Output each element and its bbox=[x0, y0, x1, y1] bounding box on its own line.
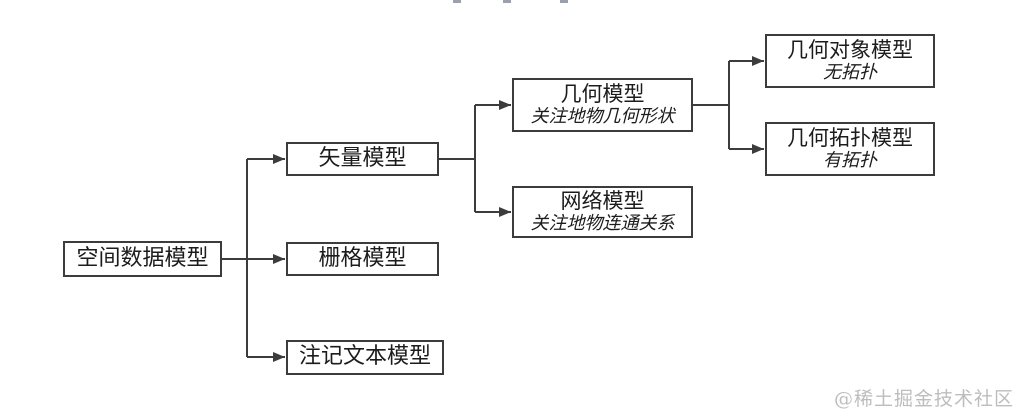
node-root-label: 空间数据模型 bbox=[76, 245, 209, 271]
node-network-note: 关注地物连通关系 bbox=[530, 213, 675, 235]
node-raster-label: 栅格模型 bbox=[318, 245, 407, 271]
node-network: 网络模型 关注地物连通关系 bbox=[512, 186, 693, 238]
node-geometry-topology-note: 有拓扑 bbox=[823, 150, 877, 172]
node-annotation-label: 注记文本模型 bbox=[298, 344, 431, 370]
watermark: @稀土掘金技术社区 bbox=[833, 388, 1014, 410]
node-root: 空间数据模型 bbox=[63, 241, 222, 277]
node-annotation: 注记文本模型 bbox=[286, 340, 444, 375]
node-vector: 矢量模型 bbox=[286, 142, 439, 176]
cropped-text-remnant bbox=[503, 0, 511, 3]
cropped-text-remnant bbox=[453, 0, 461, 3]
node-geometry: 几何模型 关注地物几何形状 bbox=[512, 78, 693, 132]
node-raster: 栅格模型 bbox=[286, 242, 439, 276]
node-network-label: 网络模型 bbox=[560, 188, 645, 213]
node-geometry-note: 关注地物几何形状 bbox=[530, 106, 675, 128]
node-geometry-object-note: 无拓扑 bbox=[823, 62, 877, 84]
node-geometry-object: 几何对象模型 无拓扑 bbox=[765, 34, 935, 88]
node-geometry-object-label: 几何对象模型 bbox=[787, 37, 913, 62]
node-geometry-topology-label: 几何拓扑模型 bbox=[787, 125, 913, 150]
node-geometry-label: 几何模型 bbox=[560, 81, 645, 106]
cropped-text-remnant bbox=[560, 0, 568, 3]
node-geometry-topology: 几何拓扑模型 有拓扑 bbox=[765, 122, 935, 176]
node-vector-label: 矢量模型 bbox=[318, 145, 407, 171]
